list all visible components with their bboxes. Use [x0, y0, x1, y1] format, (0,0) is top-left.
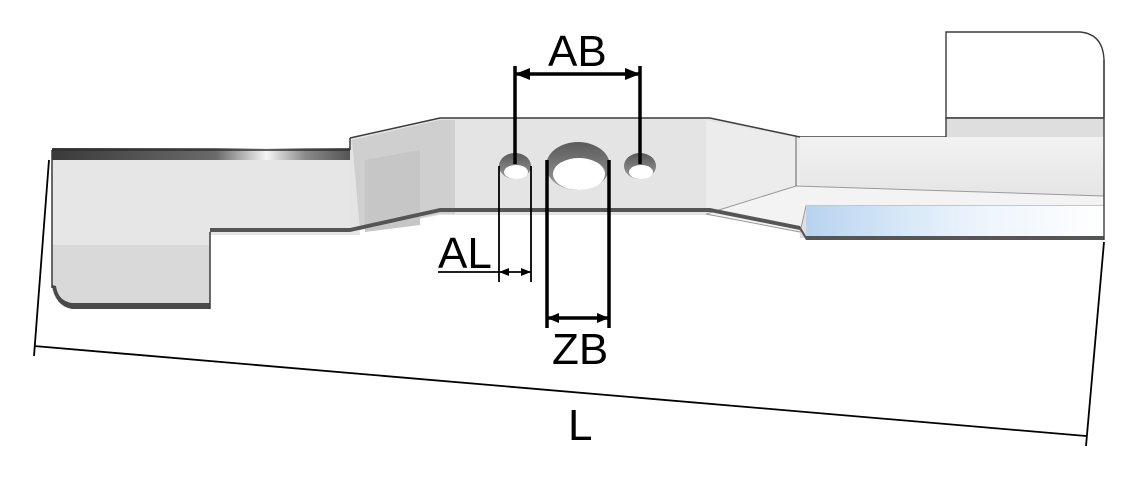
- dimension-l: L: [33, 159, 1105, 450]
- blade-bottom-edge: [52, 285, 210, 309]
- label-ab: AB: [548, 27, 607, 76]
- dimension-zb: ZB: [545, 160, 611, 374]
- label-l: L: [568, 401, 592, 450]
- left-mounting-hole: [499, 153, 531, 179]
- right-mounting-hole: [624, 153, 656, 179]
- label-al: AL: [438, 229, 492, 278]
- blade-body: [51, 31, 1105, 309]
- cutting-edge: [806, 206, 1104, 238]
- mounting-holes: [499, 142, 656, 190]
- center-bore-hole: [546, 142, 610, 190]
- label-zb: ZB: [552, 325, 608, 374]
- left-top-edge: [52, 148, 350, 160]
- right-wing: [945, 31, 1105, 119]
- dimension-ab: AB: [513, 27, 642, 164]
- dimension-al: AL: [438, 166, 532, 282]
